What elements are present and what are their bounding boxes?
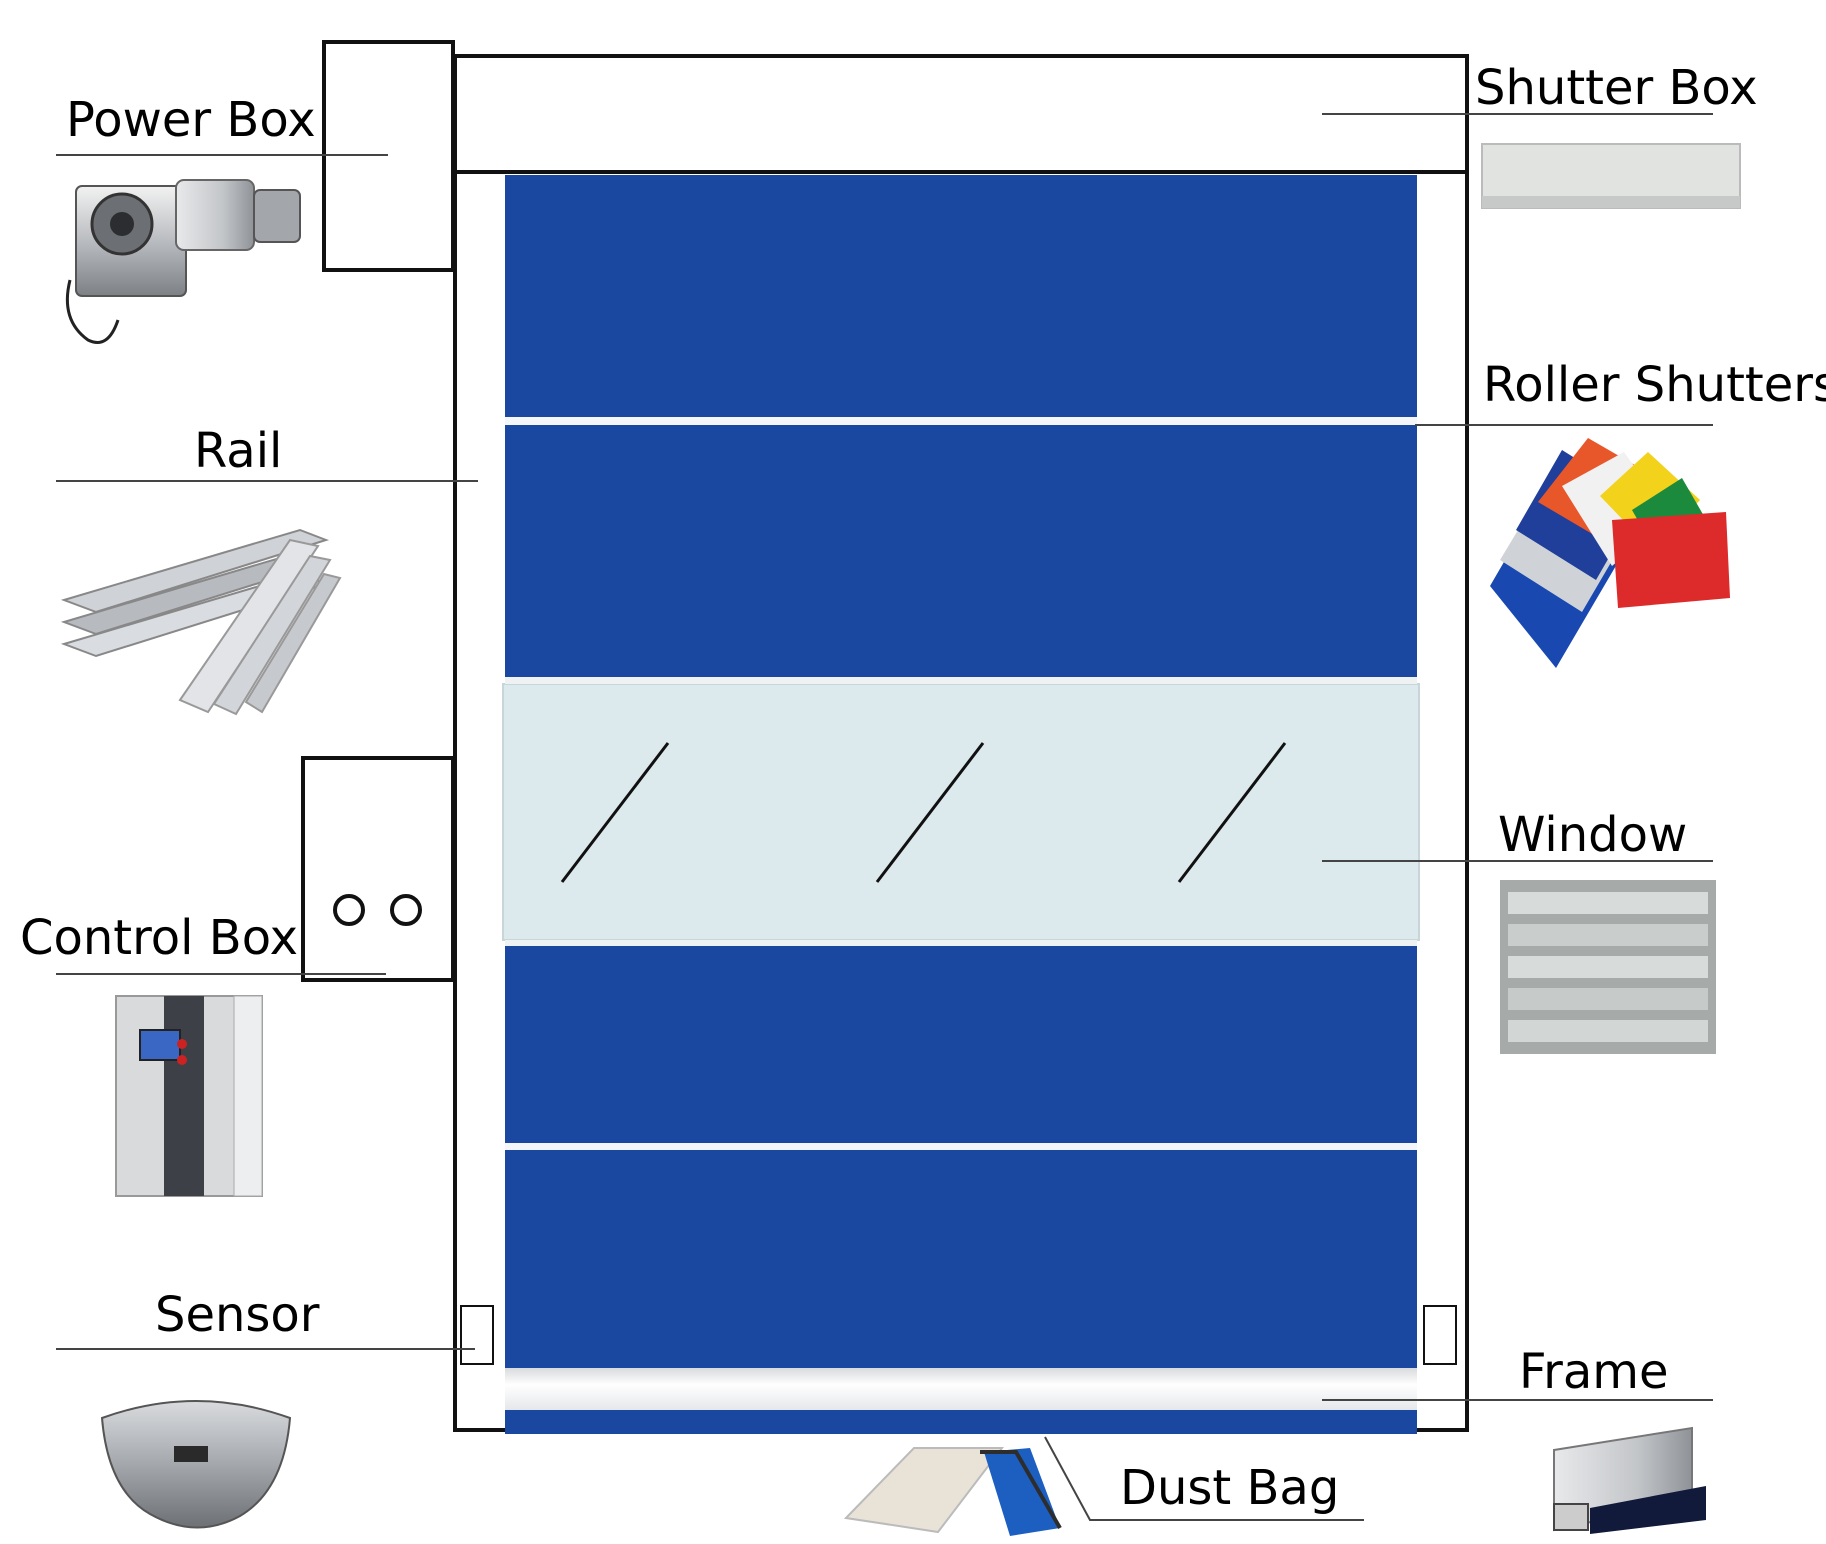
curtain-panel-3 [505, 945, 1417, 1143]
wind-bar-1 [505, 417, 1417, 425]
wind-bar-3 [505, 940, 1417, 946]
control-box-outline [303, 758, 453, 980]
shutter-box-housing [455, 56, 1467, 172]
control-button-1 [335, 896, 363, 924]
label-sensor: Sensor [155, 1287, 320, 1343]
motor-gearbox-icon [67, 180, 300, 343]
label-roller-shutters: Roller Shutters [1483, 357, 1826, 413]
dust-bag-roll-icon [846, 1448, 1060, 1536]
control-cabinet-icon [116, 996, 262, 1196]
frame-profile-icon [1554, 1428, 1706, 1534]
curtain-panel-1 [505, 175, 1417, 418]
window-panel [503, 684, 1419, 940]
transparent-window-panel-icon [1500, 880, 1716, 1054]
bottom-bar [505, 1368, 1417, 1410]
shutter-housing-icon [1482, 144, 1740, 208]
label-dust-bag: Dust Bag [1120, 1460, 1339, 1516]
wind-bar-4 [505, 1143, 1417, 1150]
label-power-box: Power Box [66, 92, 316, 148]
motion-sensor-icon [102, 1401, 290, 1528]
label-rail: Rail [194, 423, 282, 479]
curtain-panel-2 [505, 425, 1417, 677]
sensor-box-left [461, 1306, 493, 1364]
pvc-fabric-swatches-icon [1490, 438, 1730, 668]
aluminium-rail-profiles-icon [64, 530, 340, 714]
control-button-2 [392, 896, 420, 924]
door-assembly [303, 42, 1467, 1434]
label-window: Window [1498, 807, 1687, 863]
curtain-panel-4 [505, 1150, 1417, 1368]
wind-bar-2 [505, 677, 1417, 684]
sensor-box-right [1424, 1306, 1456, 1364]
dust-bag-strip [505, 1410, 1417, 1434]
label-frame: Frame [1519, 1344, 1669, 1400]
label-control-box: Control Box [20, 910, 298, 966]
label-shutter-box: Shutter Box [1475, 60, 1758, 116]
